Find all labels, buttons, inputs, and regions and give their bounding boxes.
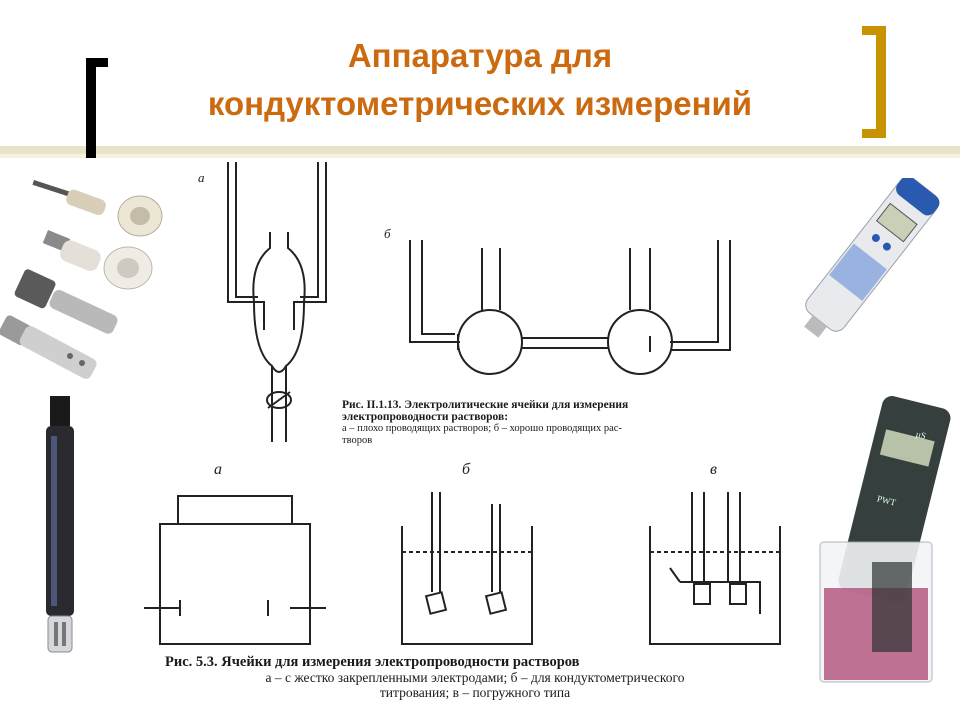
fig2-caption-line1: а – с жестко закрепленными электродами; …: [265, 670, 685, 685]
right-bracket: [876, 26, 886, 138]
left-bracket-top: [86, 58, 108, 67]
tall-probe-photo: [46, 396, 74, 653]
fig2-caption-title: Рис. 5.3. Ячейки для измерения электропр…: [165, 654, 580, 670]
figure2-caption: Рис. 5.3. Ячейки для измерения электропр…: [155, 654, 815, 701]
slide-title: Аппаратура для кондуктометрических измер…: [100, 32, 860, 128]
fig2-caption-line2: титрования; в – погружного типа: [379, 685, 571, 700]
meter-brand-label: PWT: [876, 493, 897, 507]
fig1-label-a: а: [198, 170, 205, 185]
meter-unit-label: µS: [915, 429, 927, 441]
fig2-label-v: в: [710, 461, 717, 478]
figure1-caption: Рис. II.1.13. Электролитические ячейки д…: [342, 399, 782, 447]
fig2-label-b: б: [462, 461, 471, 478]
fig1-caption-sub2: творов: [342, 435, 373, 446]
fig1-caption-title: Рис. II.1.13. Электролитические ячейки д…: [342, 399, 629, 411]
title-line-1: Аппаратура для: [347, 37, 613, 74]
figure1-diagram: а б: [198, 162, 731, 442]
right-bracket-top: [862, 26, 886, 35]
figure2-diagram: а б в: [144, 461, 781, 645]
fig1-caption-title2: электропроводности растворов:: [342, 411, 509, 423]
title-line-2: кондуктометрических измерений: [207, 85, 753, 122]
beaker-meter-photo: µS PWT: [819, 396, 951, 683]
fig2-label-a: а: [214, 461, 222, 478]
title-band-shadow: [0, 154, 960, 158]
left-bracket: [86, 58, 96, 158]
fig1-label-b: б: [384, 226, 391, 241]
right-bracket-bottom: [862, 129, 886, 138]
fig1-caption-sub1: а – плохо проводящих растворов; б – хоро…: [342, 423, 622, 434]
sensors-photo: [0, 180, 163, 379]
pen-meter-photo: [804, 178, 940, 338]
title-band: [0, 146, 960, 154]
